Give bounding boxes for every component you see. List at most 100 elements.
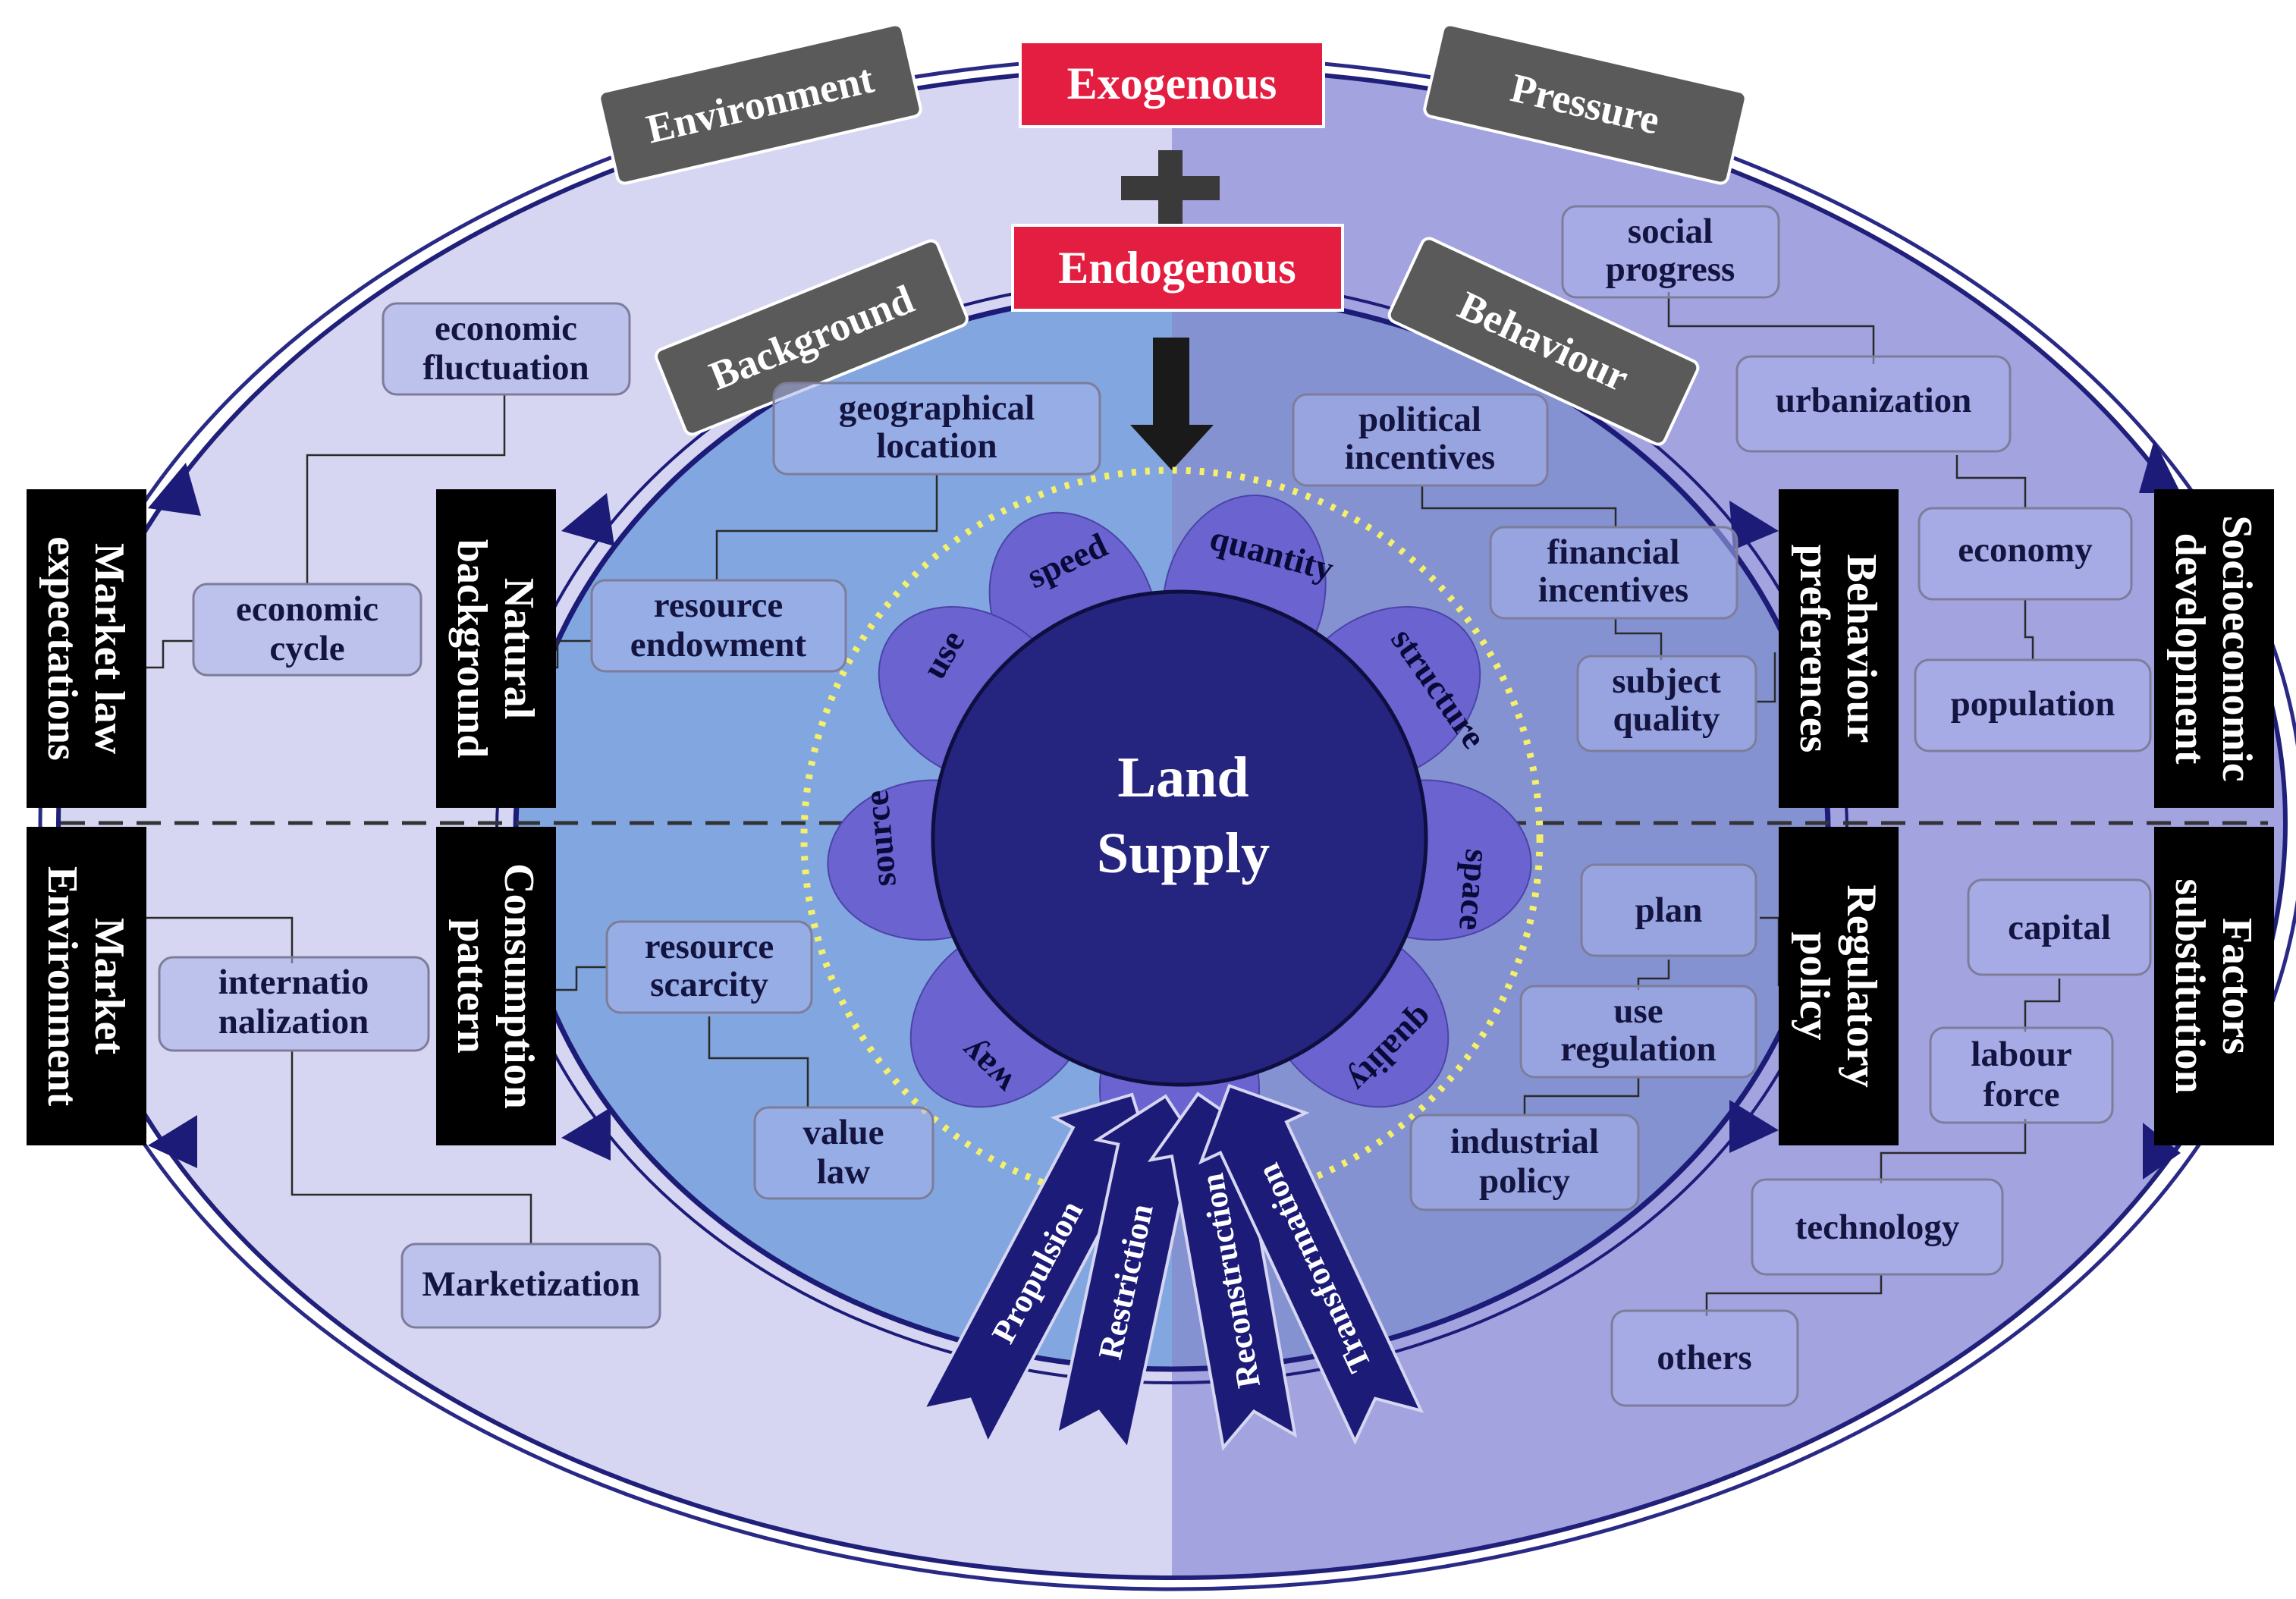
factor-economic-cycle: economic cycle <box>192 583 422 677</box>
arrowhead-middle-right-top <box>1729 501 1779 550</box>
factor-economy: economy <box>1918 507 2133 601</box>
natural-background-label: Natural background <box>436 489 556 808</box>
svg-text:capital: capital <box>2008 908 2111 947</box>
endogenous-label: Endogenous <box>1011 224 1344 312</box>
factor-others: others <box>1610 1309 1799 1407</box>
core-circle <box>931 589 1428 1087</box>
svg-text:law: law <box>817 1152 871 1192</box>
svg-text:use: use <box>1613 991 1663 1031</box>
svg-text:Market: Market <box>86 918 133 1055</box>
factor-industrial-policy: industrial policy <box>1409 1114 1640 1211</box>
svg-text:nalization: nalization <box>218 1002 369 1041</box>
market-law-expectations-label: Market law expectations <box>27 489 146 808</box>
svg-text:technology: technology <box>1795 1208 1960 1247</box>
force-arrow-restriction: Restriction <box>1054 1094 1214 1453</box>
factor-economic-fluctuation: economic fluctuation <box>382 302 631 396</box>
svg-text:political: political <box>1358 400 1481 439</box>
svg-text:Socioeconomic: Socioeconomic <box>2213 515 2260 781</box>
svg-text:preferences: preferences <box>1791 545 1838 753</box>
exogenous-label: Exogenous <box>1019 40 1325 128</box>
factor-internationalization: internatio nalization <box>158 956 430 1052</box>
behaviour-preferences-label: Behaviour preferences <box>1779 489 1899 808</box>
factor-use-regulation: use regulation <box>1519 985 1757 1079</box>
factor-marketization: Marketization <box>400 1242 661 1329</box>
factor-subject-quality: subject quality <box>1576 655 1757 752</box>
arrowhead-middle-left-top <box>561 493 614 546</box>
arrowhead-middle-left-bottom <box>561 1107 611 1161</box>
svg-text:incentives: incentives <box>1345 438 1495 477</box>
svg-text:population: population <box>1951 684 2115 724</box>
svg-text:Consumption: Consumption <box>495 863 542 1109</box>
arrowhead-outer-left-bottom <box>148 1115 197 1168</box>
svg-text:urbanization: urbanization <box>1776 381 1972 420</box>
factor-labour-force: labour force <box>1929 1026 2114 1124</box>
factor-political-incentives: political incentives <box>1292 393 1549 487</box>
svg-text:progress: progress <box>1606 250 1735 289</box>
svg-text:scarcity: scarcity <box>650 965 768 1004</box>
center-title-line2: Supply <box>1097 821 1270 885</box>
pressure-label: Pressure <box>1423 23 1748 185</box>
svg-text:Factors: Factors <box>2213 918 2260 1054</box>
arrowhead-outer-right-bottom <box>2143 1123 2181 1180</box>
svg-text:plan: plan <box>1635 891 1703 930</box>
svg-text:endowment: endowment <box>630 625 807 664</box>
factor-financial-incentives: financial incentives <box>1489 526 1738 620</box>
factor-plan: plan <box>1580 863 1757 957</box>
svg-text:development: development <box>2166 533 2213 765</box>
svg-text:Natural: Natural <box>495 578 542 720</box>
factor-population: population <box>1914 658 2152 752</box>
factor-resource-endowment: resource endowment <box>590 579 847 673</box>
svg-text:incentives: incentives <box>1538 570 1688 610</box>
svg-text:Behaviour: Behaviour <box>1838 554 1885 743</box>
svg-text:economic: economic <box>435 309 577 348</box>
svg-text:internatio: internatio <box>218 963 369 1002</box>
center-title-line1: Land <box>1117 746 1249 809</box>
force-arrow-shape <box>1198 1083 1424 1446</box>
petal-label-space: space <box>1452 847 1497 931</box>
factor-resource-scarcity: resource scarcity <box>605 920 813 1014</box>
svg-text:social: social <box>1628 212 1713 251</box>
svg-text:industrial: industrial <box>1450 1122 1599 1161</box>
svg-text:Environment: Environment <box>39 866 86 1107</box>
market-environment-label: Market Environment <box>27 827 146 1145</box>
svg-text:expectations: expectations <box>39 536 86 761</box>
factor-technology: technology <box>1751 1178 2004 1276</box>
factor-value-law: value law <box>753 1106 934 1200</box>
svg-text:geographical: geographical <box>839 388 1035 428</box>
svg-text:location: location <box>876 426 997 466</box>
svg-text:cycle: cycle <box>269 629 344 668</box>
plus-icon <box>1121 150 1220 226</box>
svg-text:quality: quality <box>1613 699 1720 739</box>
svg-text:Marketization: Marketization <box>422 1264 639 1304</box>
svg-text:financial: financial <box>1547 532 1680 572</box>
svg-text:others: others <box>1657 1338 1751 1378</box>
connector-lines <box>144 292 2061 1316</box>
factor-urbanization: urbanization <box>1735 355 2012 453</box>
svg-text:pattern: pattern <box>448 919 495 1053</box>
svg-text:Regulatory: Regulatory <box>1838 884 1885 1088</box>
consumption-pattern-label: Consumption pattern <box>436 827 556 1145</box>
svg-text:value: value <box>803 1113 884 1152</box>
svg-text:Exogenous: Exogenous <box>1067 58 1277 108</box>
cycle-arrows <box>148 440 2181 1180</box>
factor-social-progress: social progress <box>1561 205 1780 299</box>
down-arrow-icon <box>1130 338 1214 470</box>
svg-text:economic: economic <box>236 589 378 629</box>
socioeconomic-development-label: Socioeconomic development <box>2154 489 2274 808</box>
svg-text:policy: policy <box>1791 931 1838 1040</box>
svg-text:resource: resource <box>654 586 784 625</box>
arrowhead-outer-right-top <box>2139 440 2181 493</box>
svg-text:Market law: Market law <box>86 543 133 755</box>
svg-text:force: force <box>1983 1075 2060 1114</box>
factor-geographical-location: geographical location <box>772 382 1101 476</box>
petal-label-source: source <box>856 789 903 888</box>
arrowhead-outer-left-top <box>148 463 201 516</box>
svg-text:economy: economy <box>1958 530 2093 570</box>
svg-text:resource: resource <box>645 927 774 966</box>
svg-text:regulation: regulation <box>1560 1029 1716 1069</box>
factor-capital: capital <box>1967 878 2152 976</box>
svg-text:fluctuation: fluctuation <box>422 348 589 388</box>
svg-text:policy: policy <box>1479 1161 1571 1201</box>
